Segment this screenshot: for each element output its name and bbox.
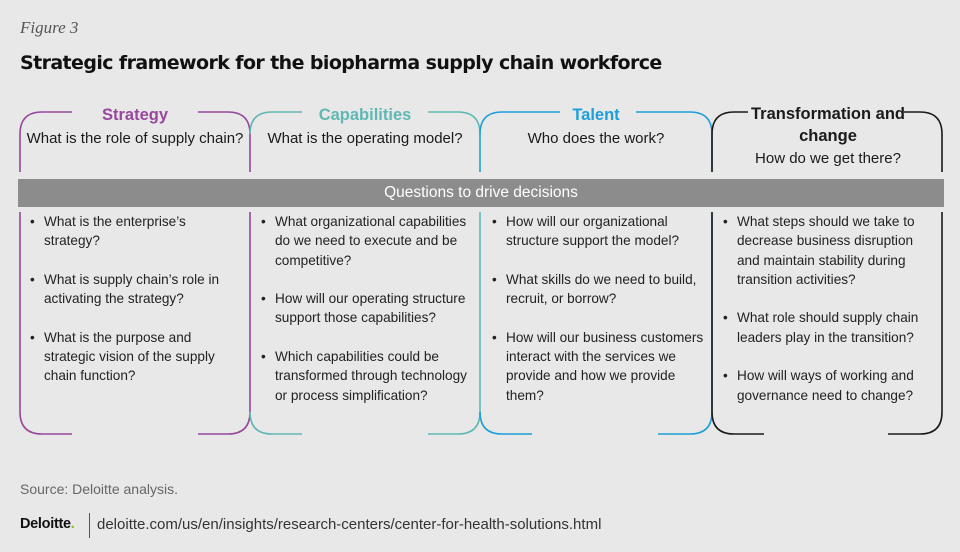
list-item: What is supply chain’s role in activatin… (24, 270, 236, 309)
column-question: What is the role of supply chain? (26, 130, 244, 147)
logo-dot: . (70, 516, 75, 532)
list-item: How will our operating structure support… (255, 289, 467, 328)
talent-header: Talent Who does the work? (480, 104, 712, 149)
list-item: What skills do we need to build, recruit… (486, 270, 708, 309)
transformation-frame-bottom (711, 212, 943, 435)
column-name: Talent (572, 106, 620, 124)
column-question: Who does the work? (527, 130, 665, 147)
list-item: What is the enterprise’s strategy? (24, 212, 236, 251)
list-item: How will ways of working and governance … (717, 366, 931, 405)
capabilities-list: What organizational capabilities do we n… (255, 212, 467, 424)
logo-wordmark: Deloitte (20, 516, 71, 532)
decision-band: Questions to drive decisions (18, 179, 944, 207)
figure-title: Strategic framework for the biopharma su… (20, 52, 662, 74)
footer-divider (89, 513, 90, 538)
transformation-list: What steps should we take to decrease bu… (717, 212, 931, 424)
strategy-header: Strategy What is the role of supply chai… (20, 104, 250, 149)
deloitte-logo: Deloitte. (20, 516, 75, 532)
list-item: What organizational capabilities do we n… (255, 212, 467, 270)
list-item: How will our business customers interact… (486, 328, 708, 405)
column-name: Transformation and change (750, 105, 906, 145)
list-item: Which capabilities could be transformed … (255, 347, 467, 405)
column-name: Capabilities (318, 106, 412, 124)
footer-link[interactable]: deloitte.com/us/en/insights/research-cen… (97, 516, 602, 533)
column-question: How do we get there? (755, 150, 901, 167)
list-item: What steps should we take to decrease bu… (717, 212, 931, 289)
list-item: What role should supply chain leaders pl… (717, 308, 931, 347)
column-name: Strategy (101, 106, 169, 124)
list-item: How will our organizational structure su… (486, 212, 708, 251)
column-question: What is the operating model? (267, 130, 463, 147)
talent-list: How will our organizational structure su… (486, 212, 708, 424)
transformation-header: Transformation and change How do we get … (730, 103, 926, 169)
figure-label: Figure 3 (20, 18, 79, 37)
list-item: What is the purpose and strategic vision… (24, 328, 236, 386)
strategy-list: What is the enterprise’s strategy? What … (24, 212, 236, 405)
capabilities-header: Capabilities What is the operating model… (250, 104, 480, 149)
transformation-frame-top (711, 111, 943, 172)
source-note: Source: Deloitte analysis. (20, 481, 178, 497)
